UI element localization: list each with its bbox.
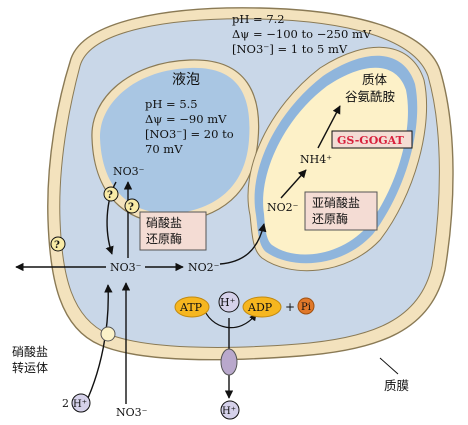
gs-gogat-label: GS-GOGAT [337,134,405,147]
arrow-nitrite-to-plastid [219,223,267,265]
question-mark-badge [124,198,140,214]
plasma-membrane-leader [379,357,399,375]
plastid-title: 质体 [362,72,388,87]
cytosol-ph: pH = 7.2 [232,12,285,26]
effluxed-proton-badge [220,400,240,420]
nitrite-reductase-box [304,191,378,231]
arrow-proton-uptake [87,284,113,399]
phosphate-badge [297,297,315,315]
phosphate-label: Pi [301,302,311,313]
vacuole-nitrate-concentration: [NO3⁻] = 20 to [145,127,234,141]
question-mark-badge [103,186,119,202]
proton-label: H⁺ [220,296,236,309]
gs-gogat-box [331,130,413,149]
nitrite-reductase-label-line2: 还原酶 [312,211,348,226]
adp-label: ADP [247,301,273,314]
question-mark: ? [54,240,60,251]
vacuole-nitrate-label: NO3⁻ [113,165,145,178]
transporter-label-line1: 硝酸盐 [12,344,48,359]
cytosol-nitrate: NO3⁻ [110,261,142,274]
plastid-ammonium: NH4⁺ [300,153,332,166]
cytosol-nitrate-concentration: [NO3⁻] = 1 to 5 mV [232,42,348,56]
plasma-membrane-label: 质膜 [384,378,409,393]
atp-badge [174,296,210,318]
outside-proton-label: H⁺ [73,399,87,410]
effluxed-proton-label: H⁺ [222,406,236,417]
cytosol-nitrite: NO2⁻ [188,261,220,274]
nitrite-reductase-label-line1: 亚硝酸盐 [312,195,360,210]
plastid-nitrite: NO2⁻ [267,201,299,214]
vacuole-nitrate-concentration-line2: 70 mV [145,142,183,156]
nitrate-reductase-label-line2: 还原酶 [146,231,182,246]
nitrate-transporter [100,326,116,342]
arrow-ammonium-to-glutamine [317,105,341,149]
adp-badge [242,296,282,318]
nitrate-reductase-box [139,211,207,251]
vacuole-title: 液泡 [172,72,200,88]
plus-sign: + [285,300,295,314]
vacuole-lumen [99,67,250,214]
question-mark: ? [107,190,113,201]
outside-proton-badge [71,393,91,413]
atp-label: ATP [179,301,203,314]
cytosol-membrane-potential: Δψ = −100 to −250 mV [232,27,372,41]
proton-badge [218,291,240,313]
question-mark: ? [128,202,134,213]
vacuole-membrane-potential: Δψ = −90 mV [145,112,227,126]
outside-nitrate: NO3⁻ [116,406,148,419]
nitrate-reductase-label-line1: 硝酸盐 [146,215,182,230]
transporter-label-line2: 转运体 [12,360,48,375]
arrow-nitrite-to-ammonium [280,169,307,199]
question-mark-badge [50,236,66,252]
vacuole-ph: pH = 5.5 [145,97,198,111]
plastid-glutamine: 谷氨酰胺 [345,89,395,104]
proton-stoichiometry: 2 [62,397,69,410]
proton-atpase-pump [220,348,238,376]
